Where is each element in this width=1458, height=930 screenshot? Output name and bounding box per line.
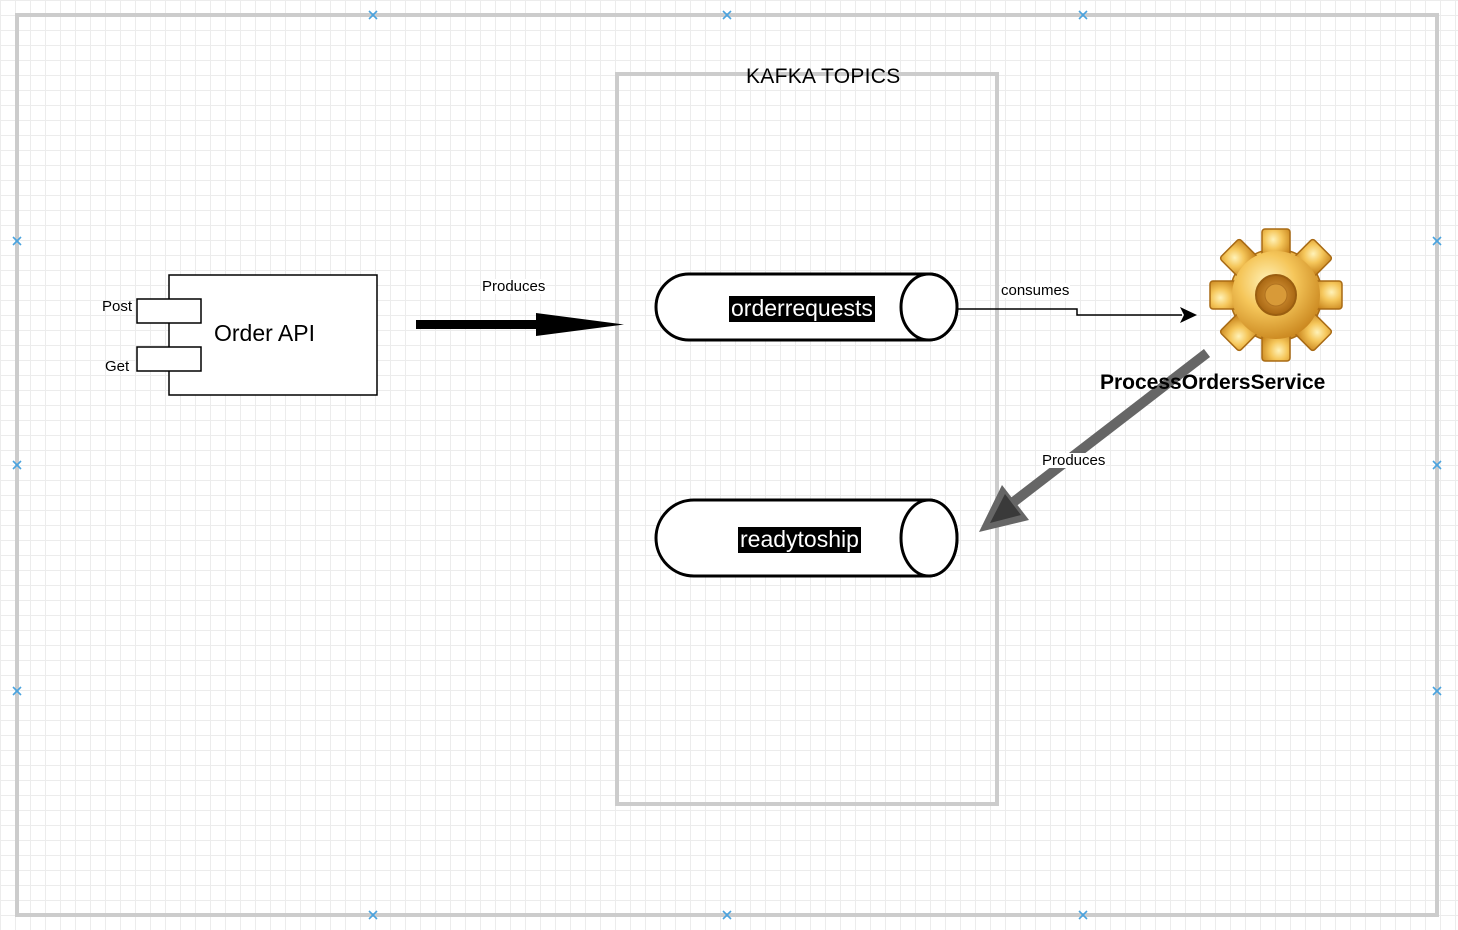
handle-bottom-1 [368, 910, 378, 920]
handle-left-1 [12, 236, 22, 246]
kafka-topics-container[interactable] [615, 72, 999, 806]
handle-right-3 [1432, 686, 1442, 696]
handle-right-2 [1432, 460, 1442, 470]
container-title: KAFKA TOPICS [746, 65, 901, 88]
gear-icon[interactable] [1209, 228, 1343, 362]
handle-bottom-3 [1078, 910, 1088, 920]
handle-top-3 [1078, 10, 1088, 20]
handle-left-2 [12, 460, 22, 470]
edge-label-consumes: consumes [1000, 282, 1071, 299]
selection-handles[interactable] [12, 10, 1442, 920]
outer-frame[interactable] [15, 13, 1439, 917]
edge-label-service-produces: Produces [1041, 452, 1107, 469]
port-label-get: Get [105, 358, 130, 375]
get-port [136, 346, 202, 372]
produces-arrow-service[interactable] [979, 349, 1211, 532]
topic-label-readytoship: readytoship [738, 526, 861, 553]
component-name: Order API [214, 320, 315, 346]
handle-left-3 [12, 686, 22, 696]
service-name: ProcessOrdersService [1100, 371, 1326, 394]
handle-top-1 [368, 10, 378, 20]
order-api-component[interactable] [136, 274, 378, 396]
handle-right-1 [1432, 236, 1442, 246]
post-port [136, 298, 202, 324]
port-label-post: Post [102, 298, 133, 315]
produces-arrow-api[interactable] [416, 313, 624, 336]
edge-label-api-produces: Produces [481, 278, 547, 295]
handle-top-2 [722, 10, 732, 20]
topic-label-orderrequests: orderrequests [729, 295, 875, 322]
consumes-connector[interactable] [958, 307, 1197, 323]
handle-bottom-2 [722, 910, 732, 920]
